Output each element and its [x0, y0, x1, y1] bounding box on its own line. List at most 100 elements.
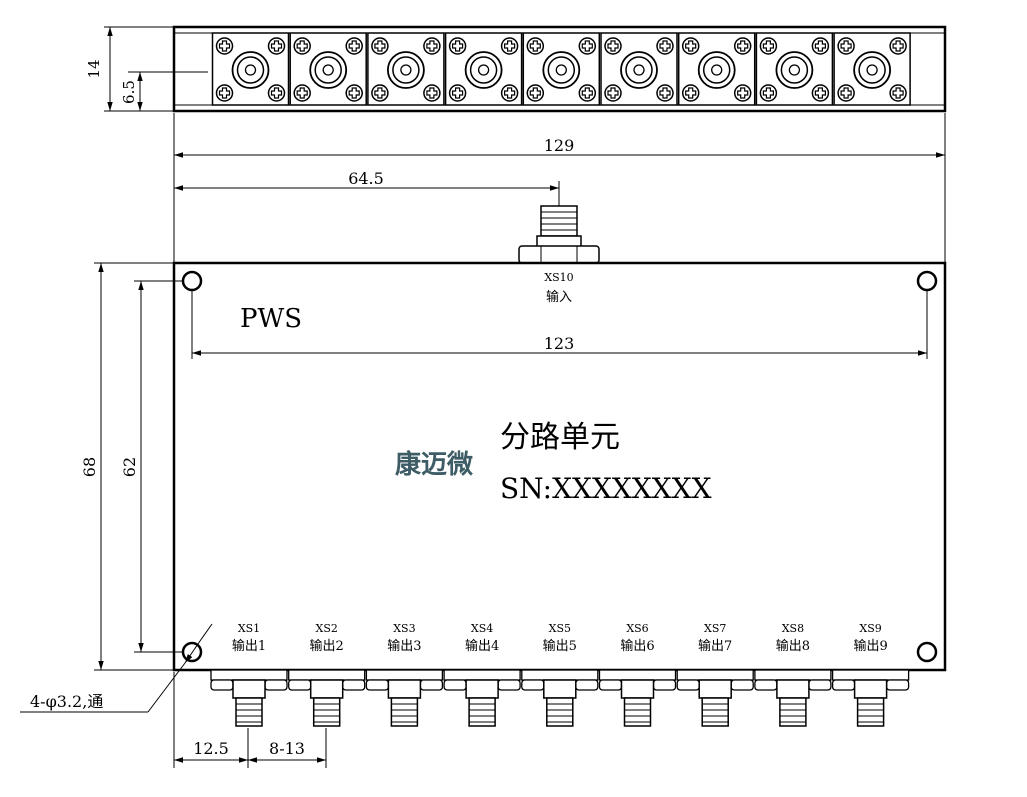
- top-connector-module: [522, 32, 601, 106]
- output-connector-label: 输出3: [387, 638, 421, 654]
- coax-jack-icon: [309, 51, 348, 89]
- output-connector-label: 输出5: [543, 638, 577, 654]
- first-output-offset-label: 12.5: [193, 739, 229, 758]
- screw-icon: [681, 84, 700, 102]
- mounting-hole-top-right: [916, 270, 938, 292]
- bottom-dimensions: 12.5 8-13: [173, 672, 327, 768]
- top-connector-module: [367, 32, 445, 106]
- output-connector-id: XS5: [549, 622, 571, 635]
- screw-icon: [345, 37, 363, 55]
- coax-jack-icon: [697, 51, 736, 89]
- input-connector: [518, 205, 600, 264]
- coax-jack-icon: [231, 51, 270, 89]
- screw-icon: [371, 84, 389, 102]
- screw-icon: [889, 37, 907, 55]
- screw-icon: [656, 37, 674, 55]
- output-connector: [288, 669, 366, 727]
- screw-icon: [500, 84, 519, 102]
- coax-jack-icon: [775, 51, 814, 89]
- coax-jack-icon: [464, 51, 503, 89]
- screw-icon: [267, 84, 286, 102]
- top-connector-module: [289, 32, 367, 106]
- screw-icon: [423, 84, 441, 102]
- top-connector-module: [600, 32, 678, 106]
- output-connector-label: 输出9: [853, 638, 887, 654]
- output-connector-label: 输出1: [232, 638, 266, 654]
- company-logo: 康迈微: [395, 449, 473, 480]
- screw-icon: [215, 37, 234, 55]
- output-connector-id: XS4: [471, 622, 493, 635]
- top-connector-row: [211, 32, 911, 106]
- output-connector: [365, 669, 444, 727]
- screw-icon: [578, 37, 597, 55]
- output-connector-id: XS1: [238, 622, 260, 635]
- output-connector-id: XS6: [626, 622, 648, 635]
- screw-icon: [759, 84, 778, 102]
- mounting-hole-bottom-right: [916, 641, 938, 663]
- output-connector: [754, 669, 832, 727]
- overall-height-label: 68: [80, 457, 99, 477]
- output-connector-label: 输出6: [620, 638, 654, 654]
- top-connector-module: [211, 32, 290, 106]
- hole-note-label: 4-φ3.2,通: [30, 692, 103, 711]
- screw-icon: [448, 37, 467, 55]
- screw-icon: [733, 84, 752, 102]
- screw-icon: [681, 37, 700, 55]
- top-view-offset-label: 6.5: [120, 80, 138, 104]
- serial-number: SN:XXXXXXXX: [500, 472, 712, 505]
- top-connector-module: [755, 32, 834, 106]
- output-connector-id: XS9: [859, 622, 881, 635]
- output-connector: [521, 669, 599, 727]
- screw-icon: [423, 37, 441, 55]
- output-connector-id: XS7: [704, 622, 726, 635]
- screw-icon: [733, 37, 752, 55]
- top-view: 14 6.5: [85, 25, 947, 113]
- screw-icon: [656, 84, 674, 102]
- top-view-height-label: 14: [85, 59, 103, 78]
- top-connector-module: [444, 32, 523, 106]
- output-connector-id: XS2: [316, 622, 338, 635]
- screw-icon: [759, 37, 778, 55]
- output-connector: [831, 669, 910, 727]
- output-connector-label: 输出2: [310, 638, 344, 654]
- coax-jack-icon: [542, 51, 581, 89]
- screw-icon: [293, 37, 311, 55]
- product-name: 分路单元: [500, 420, 620, 455]
- output-connector: [443, 669, 521, 727]
- output-connector-row: [210, 669, 910, 727]
- output-connector-id: XS3: [393, 622, 415, 635]
- coax-jack-icon: [386, 51, 425, 89]
- output-connector-label: 输出8: [776, 638, 810, 654]
- screw-icon: [604, 84, 622, 102]
- screw-icon: [526, 37, 545, 55]
- screw-icon: [837, 37, 855, 55]
- hole-spacing-height-label: 62: [120, 457, 139, 477]
- output-connector-id: XS8: [782, 622, 804, 635]
- input-position-label: 64.5: [348, 169, 384, 188]
- screw-icon: [889, 84, 907, 102]
- top-connector-module: [833, 32, 911, 106]
- hole-callout: 4-φ3.2,通: [20, 623, 213, 713]
- output-pitch-label: 8-13: [269, 739, 305, 758]
- mounting-hole-top-left: [181, 270, 203, 292]
- screw-icon: [811, 84, 830, 102]
- screw-icon: [578, 84, 597, 102]
- front-panel: XS10 输入 PWS 123 分路单元 SN:XXXXXXXX 康迈微 XS1…: [172, 261, 947, 672]
- upper-dimensions: 129 64.5: [173, 113, 946, 262]
- brand-label: PWS: [240, 304, 302, 334]
- screw-icon: [811, 37, 830, 55]
- screw-icon: [837, 84, 855, 102]
- screw-icon: [215, 84, 234, 102]
- screw-icon: [500, 37, 519, 55]
- screw-icon: [267, 37, 286, 55]
- output-connector: [598, 669, 677, 727]
- output-connector: [210, 669, 288, 727]
- top-connector-module: [677, 32, 756, 106]
- coax-jack-icon: [853, 51, 891, 89]
- top-view-body: [172, 25, 947, 113]
- hole-spacing-width-label: 123: [544, 334, 575, 353]
- output-label-row: XS1输出1XS2输出2XS3输出3XS4输出4XS5输出5XS6输出6XS7输…: [232, 622, 888, 654]
- output-connector-label: 输出7: [698, 638, 732, 654]
- input-connector-label: 输入: [546, 289, 572, 305]
